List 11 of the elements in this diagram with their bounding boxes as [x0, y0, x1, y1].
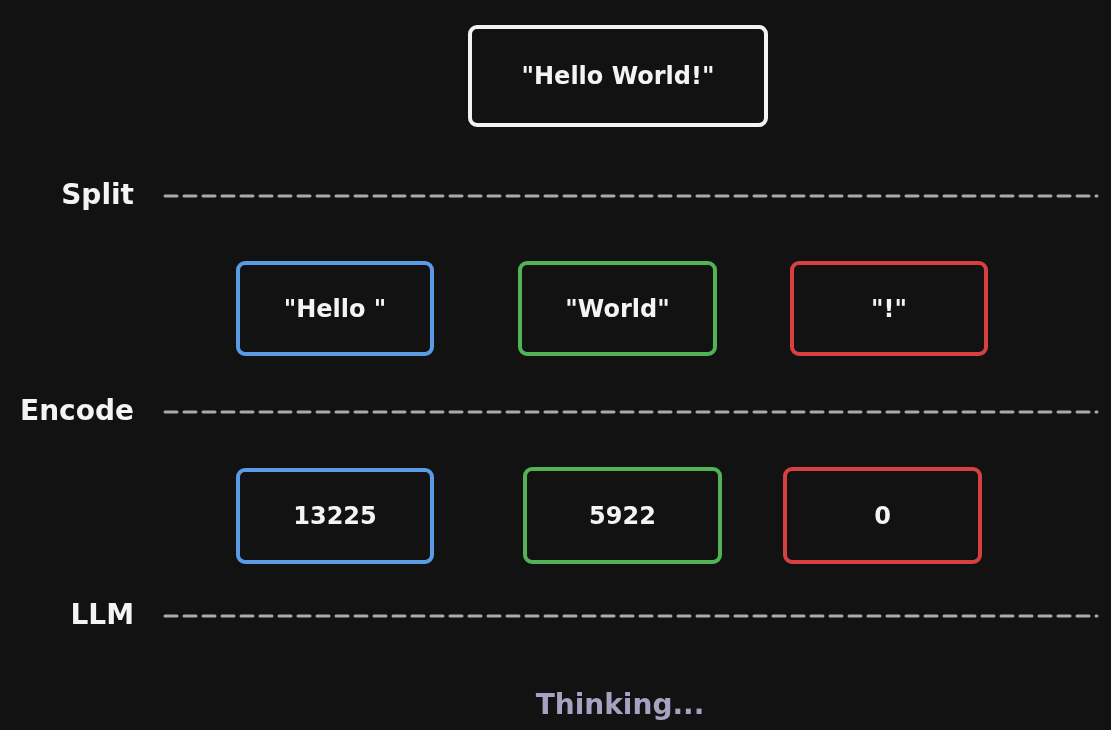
token-id-box: 0	[783, 467, 982, 564]
step-label: LLM	[70, 598, 134, 631]
token-box: "World"	[518, 261, 717, 356]
token-id-box: 13225	[236, 468, 434, 564]
step-label: Split	[61, 178, 134, 211]
status-text: Thinking...	[535, 688, 705, 721]
step-label: Encode	[20, 394, 134, 427]
token-box: "!"	[790, 261, 988, 356]
input-string-box: "Hello World!"	[468, 25, 768, 127]
token-box: "Hello "	[236, 261, 434, 356]
token-id-box: 5922	[523, 467, 722, 564]
